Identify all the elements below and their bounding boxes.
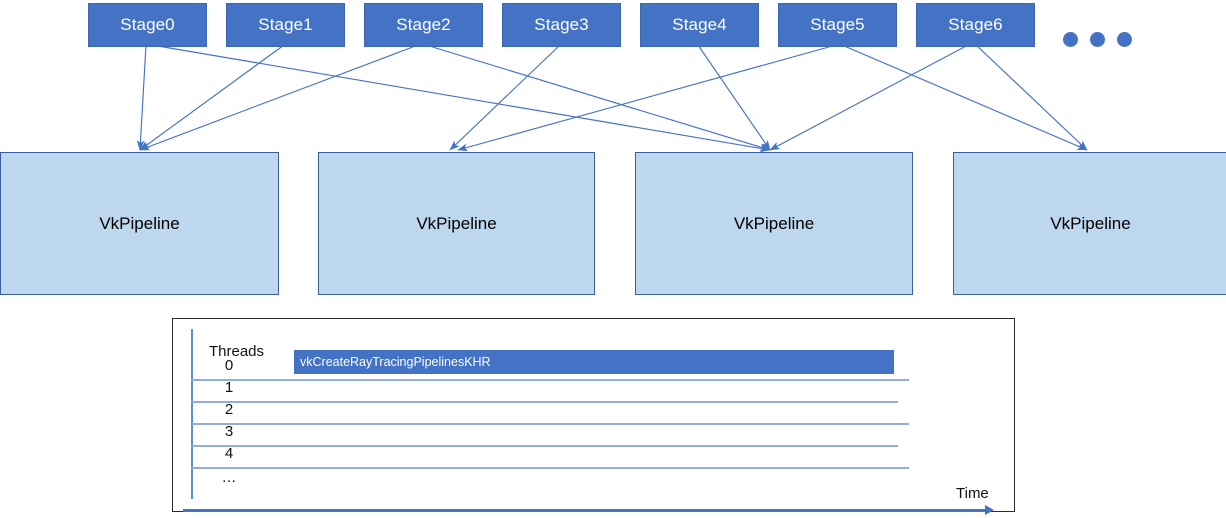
thread-row-separator-1 bbox=[191, 401, 898, 403]
pipeline-box-2[interactable]: VkPipeline bbox=[635, 152, 913, 295]
connector-arrow-7 bbox=[457, 44, 837, 152]
stage-box-4[interactable]: Stage4 bbox=[640, 3, 759, 47]
ellipsis-dot bbox=[1063, 32, 1078, 47]
thread-row-separator-2 bbox=[191, 423, 909, 425]
connector-arrow-3 bbox=[139, 44, 419, 151]
thread-row-label-0: 0 bbox=[224, 357, 234, 374]
connector-arrow-10 bbox=[975, 44, 1088, 151]
thread-row-label-5: … bbox=[221, 469, 237, 486]
stage-label: Stage2 bbox=[396, 15, 451, 34]
pipeline-box-0[interactable]: VkPipeline bbox=[0, 152, 279, 295]
more-stages-ellipsis-icon bbox=[1063, 32, 1132, 47]
time-axis-label: Time bbox=[956, 485, 989, 502]
connector-arrow-6 bbox=[697, 44, 771, 151]
thread-row-separator-3 bbox=[191, 445, 898, 447]
pipeline-label: VkPipeline bbox=[733, 213, 815, 233]
connector-arrow-0 bbox=[136, 44, 147, 151]
time-axis-arrow-icon bbox=[985, 505, 994, 515]
stage-box-2[interactable]: Stage2 bbox=[364, 3, 483, 47]
thread-row-label-4: 4 bbox=[224, 445, 234, 462]
pipeline-label: VkPipeline bbox=[99, 213, 180, 233]
thread-row-separator-4 bbox=[191, 467, 909, 469]
timeline-vertical-axis bbox=[191, 329, 193, 499]
connector-arrow-8 bbox=[841, 44, 1088, 151]
pipeline-label: VkPipeline bbox=[416, 213, 497, 233]
stage-box-1[interactable]: Stage1 bbox=[226, 3, 345, 47]
thread-row-label-1: 1 bbox=[224, 379, 234, 396]
stage-label: Stage6 bbox=[948, 15, 1003, 34]
stage-label: Stage0 bbox=[120, 15, 175, 34]
connector-arrow-4 bbox=[425, 44, 771, 151]
connector-arrow-9 bbox=[769, 44, 969, 151]
time-axis-line bbox=[183, 509, 985, 512]
stage-box-0[interactable]: Stage0 bbox=[88, 3, 207, 47]
ellipsis-dot bbox=[1090, 32, 1105, 47]
thread-row-separator-0 bbox=[191, 379, 909, 381]
pipeline-label: VkPipeline bbox=[1050, 213, 1131, 233]
thread-row-label-3: 3 bbox=[224, 423, 234, 440]
connector-arrow-2 bbox=[139, 44, 285, 151]
thread-row-label-2: 2 bbox=[224, 401, 234, 418]
timeline-bar-label: vkCreateRayTracingPipelinesKHR bbox=[300, 355, 491, 369]
stage-label: Stage4 bbox=[672, 15, 727, 34]
timeline-bar-0[interactable]: vkCreateRayTracingPipelinesKHR bbox=[294, 350, 894, 374]
stage-box-6[interactable]: Stage6 bbox=[916, 3, 1035, 47]
stage-box-3[interactable]: Stage3 bbox=[502, 3, 621, 47]
stage-label: Stage1 bbox=[258, 15, 313, 34]
stage-label: Stage5 bbox=[810, 15, 865, 34]
stage-box-5[interactable]: Stage5 bbox=[778, 3, 897, 47]
threads-header-label: Threads bbox=[209, 343, 265, 360]
pipeline-box-3[interactable]: VkPipeline bbox=[953, 152, 1226, 295]
ellipsis-dot bbox=[1117, 32, 1132, 47]
connector-arrow-1 bbox=[151, 44, 771, 153]
pipeline-box-1[interactable]: VkPipeline bbox=[318, 152, 595, 295]
stage-label: Stage3 bbox=[534, 15, 589, 34]
connector-arrow-5 bbox=[449, 44, 561, 151]
thread-timeline-panel: Threads 0 1 2 3 4 … vkCreateRayTracingPipelin… bbox=[172, 318, 1015, 515]
